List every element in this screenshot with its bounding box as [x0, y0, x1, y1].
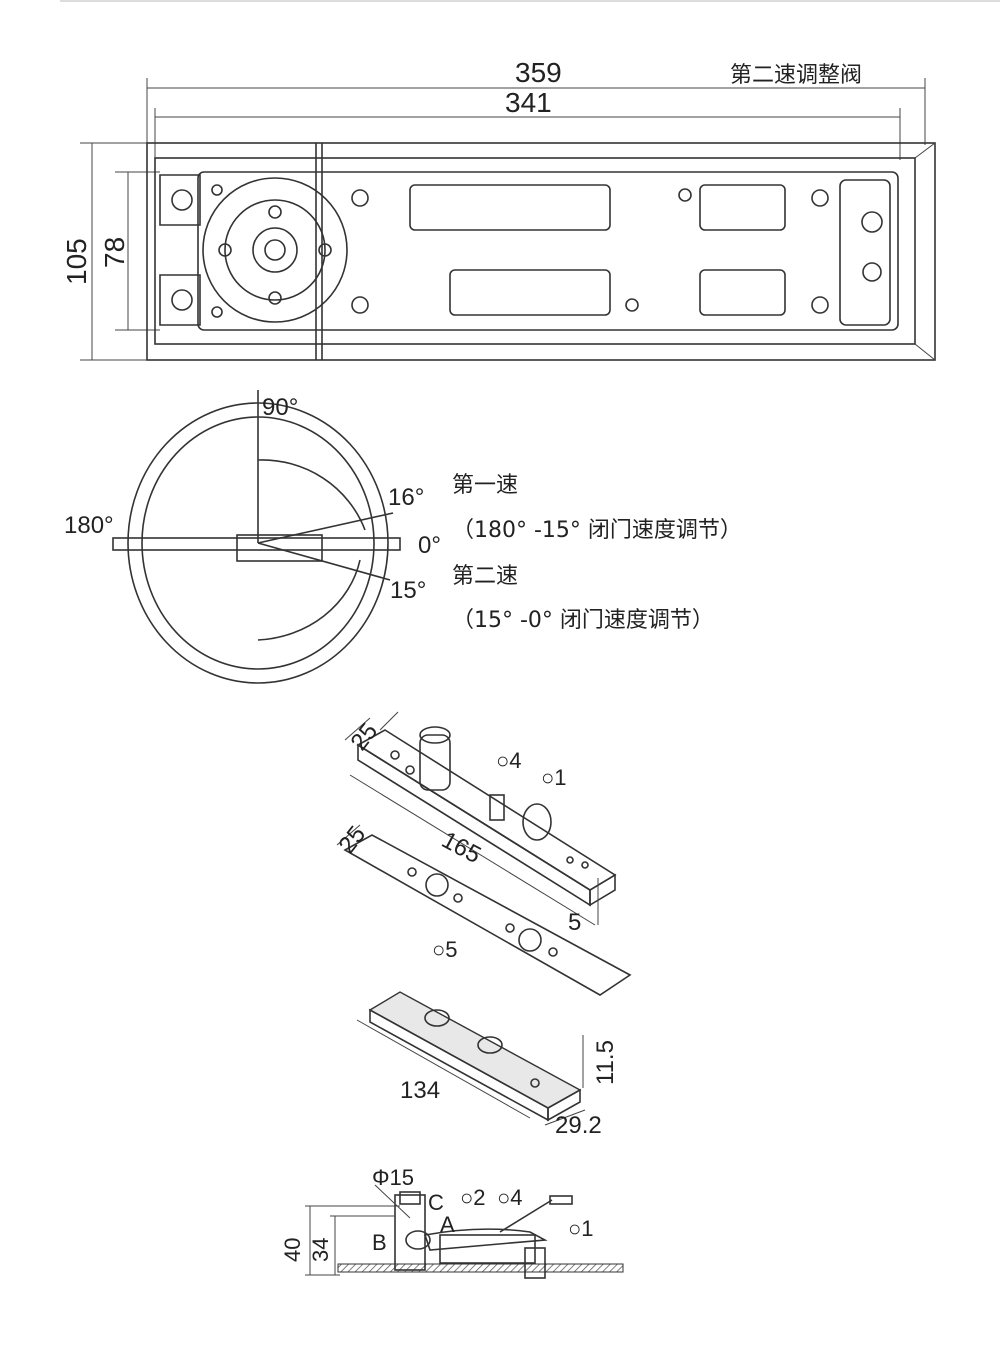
angle-16-label: 16° — [388, 484, 424, 511]
dim-strap-width-label: 29.2 — [555, 1112, 602, 1139]
dim-body-length-label: 341 — [505, 87, 552, 118]
second-speed-note-label: （15° -0° 闭门速度调节） — [452, 608, 714, 633]
angle-diagram: 90° 180° 16° 0° 15° 第一速 （180° -15° 闭门速度调… — [64, 390, 742, 684]
dim-plate-thickness-label: 5 — [568, 909, 581, 936]
label-a-label: A — [440, 1212, 455, 1237]
part-1-label: ○1 — [541, 765, 567, 790]
dim-overall-length-label: 359 — [515, 57, 562, 88]
dim-strap-height-label: 11.5 — [592, 1040, 619, 1085]
part-2-label: ○2 — [460, 1185, 486, 1210]
top-view: 359 第二速调整阀 341 105 78 — [61, 57, 936, 361]
side-view: Φ15 C B A ○2 ○4 ○1 40 34 — [280, 1165, 624, 1279]
first-speed-note-label: （180° -15° 闭门速度调节） — [452, 518, 742, 543]
dim-body-width-label: 78 — [99, 237, 130, 268]
angle-0-label: 0° — [418, 532, 441, 559]
top-arm: 25 ○4 ○1 — [344, 711, 617, 926]
dimension-78: 78 — [99, 171, 160, 331]
dim-overall-width-label: 105 — [61, 238, 92, 285]
bottom-strap: 134 11.5 29.2 — [356, 991, 619, 1139]
angle-180-label: 180° — [64, 512, 114, 539]
dim-height-40-label: 40 — [280, 1238, 305, 1262]
dimension-359: 359 第二速调整阀 — [146, 57, 926, 145]
dim-strap-length-label: 134 — [400, 1077, 440, 1104]
cover-plate — [146, 142, 936, 361]
part-1-label: ○1 — [568, 1216, 594, 1241]
dim-diameter-label: Φ15 — [372, 1165, 414, 1190]
dim-height-34-label: 34 — [308, 1238, 333, 1262]
label-c-label: C — [428, 1190, 444, 1215]
label-b-label: B — [372, 1230, 387, 1255]
valve-label-label: 第二速调整阀 — [730, 63, 862, 88]
dim-plate-width-label: 25 — [333, 821, 371, 859]
dimension-105: 105 — [61, 142, 150, 361]
angle-15-label: 15° — [390, 577, 426, 604]
angle-90-label: 90° — [262, 394, 298, 421]
part-4-label: ○4 — [496, 748, 522, 773]
second-speed-label-label: 第二速 — [452, 564, 518, 589]
dimension-341: 341 — [154, 87, 901, 160]
base-plate: 25 165 5 ○5 — [333, 821, 632, 996]
exploded-view: 25 ○4 ○1 25 165 5 ○5 134 11 — [333, 711, 632, 1139]
part-4-label: ○4 — [497, 1185, 523, 1210]
dim-top-width-label: 25 — [345, 718, 383, 756]
part-5-label: ○5 — [432, 937, 458, 962]
first-speed-label-label: 第一速 — [452, 473, 518, 498]
